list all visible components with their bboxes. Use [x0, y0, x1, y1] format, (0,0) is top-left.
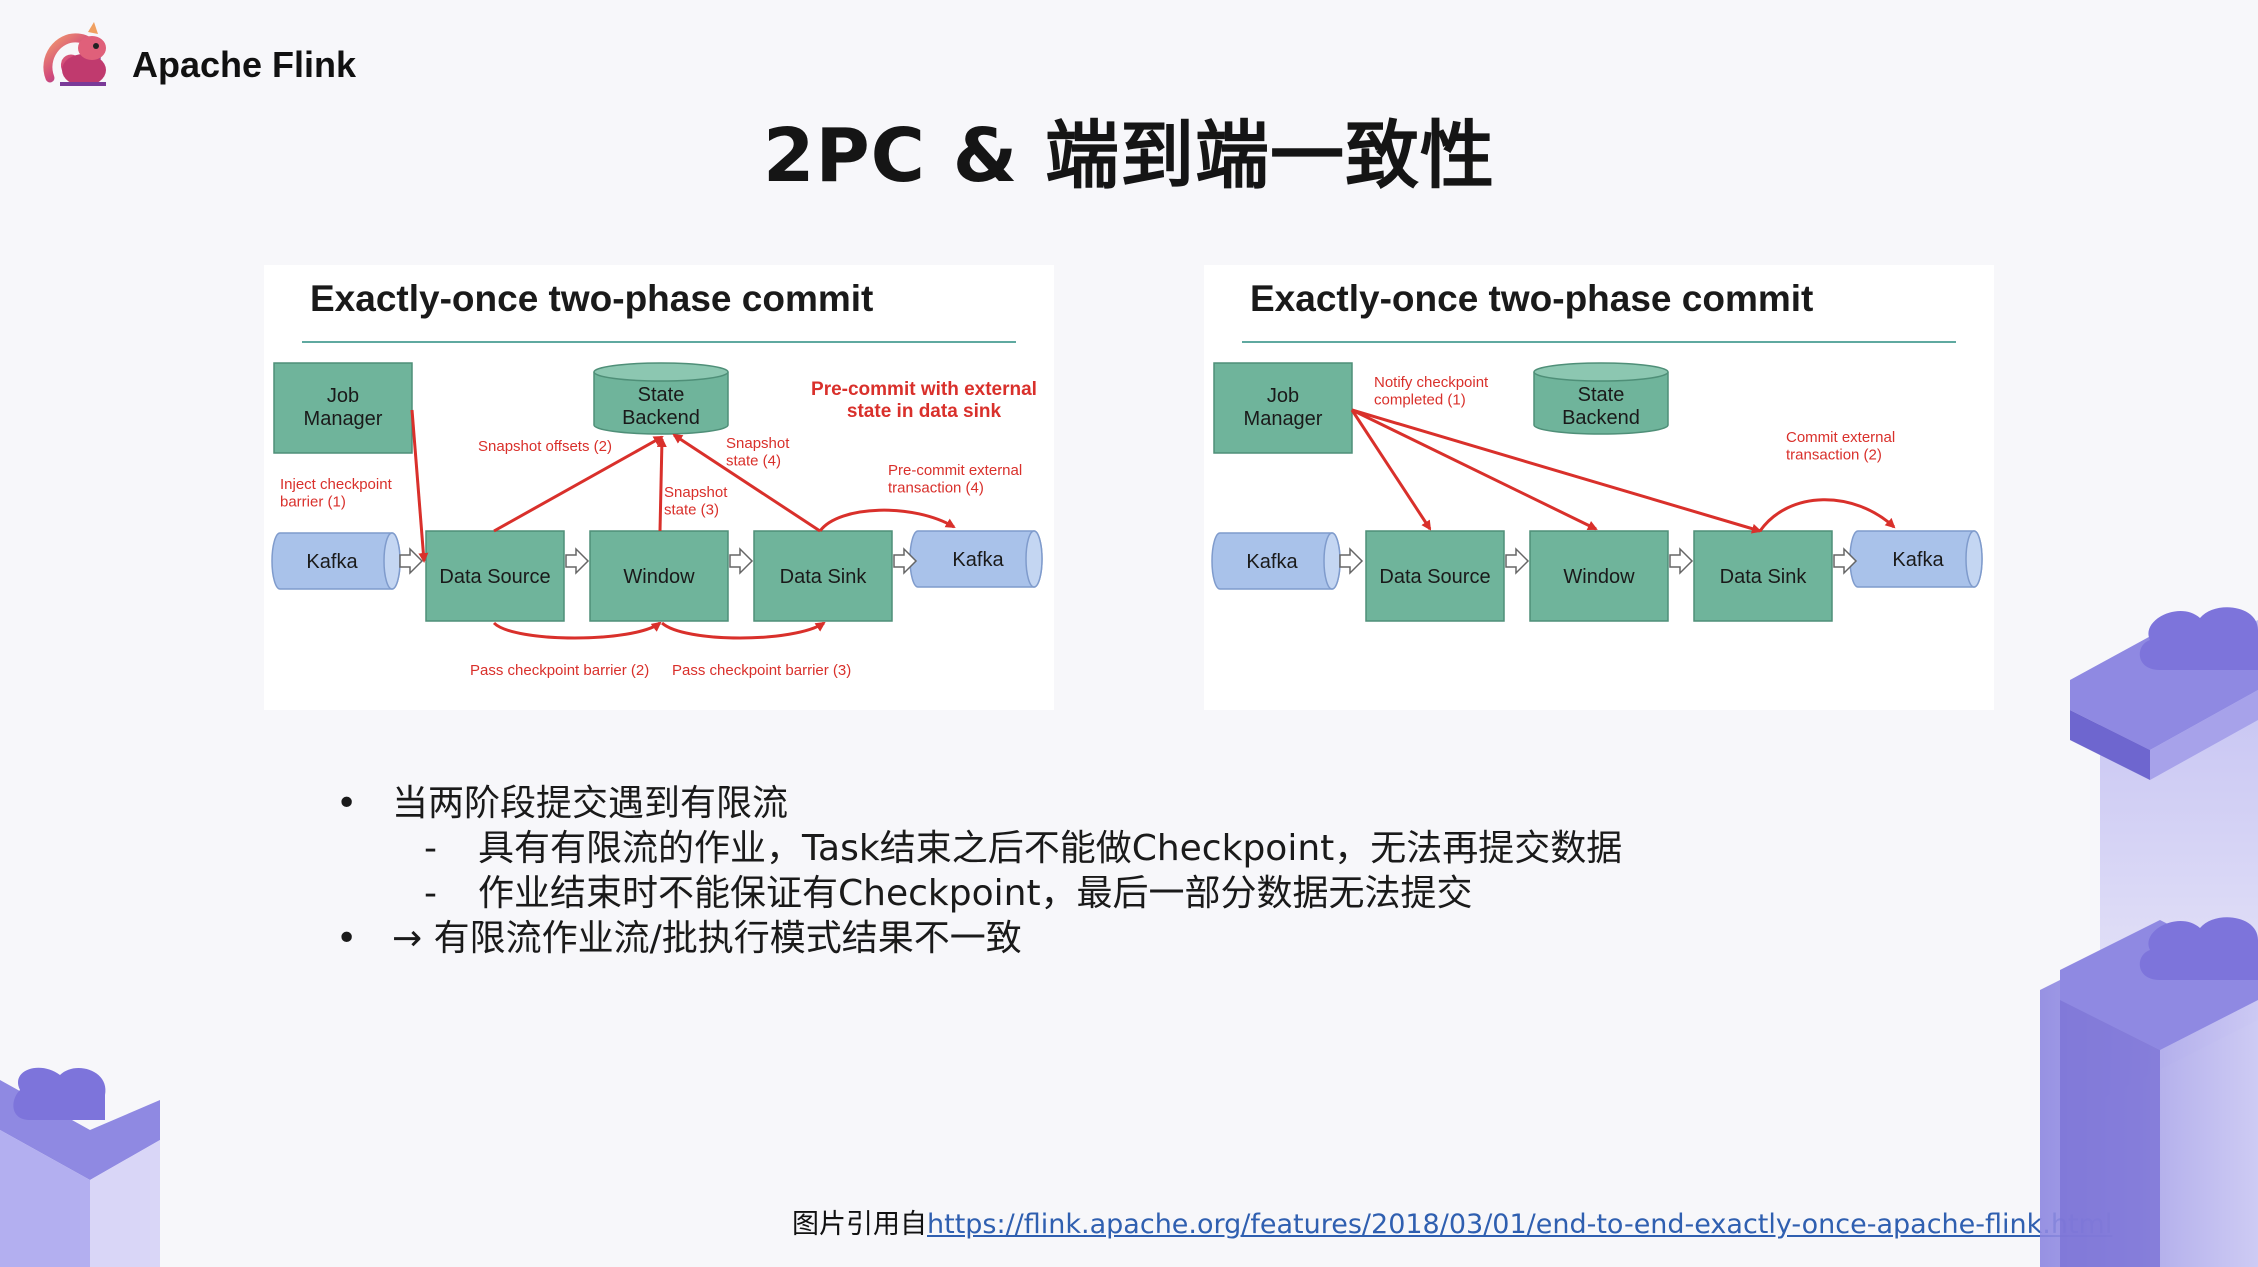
cloud-block-decoration-right [2040, 607, 2258, 1267]
left-red-arrows [410, 409, 956, 640]
left-data-source-node: Data Source [425, 530, 565, 622]
bullet-text: 作业结束时不能保证有Checkpoint，最后一部分数据无法提交 [478, 873, 1473, 914]
right-heading: Exactly-once two-phase commit [1250, 278, 1813, 319]
bullet-marker: - [424, 873, 437, 914]
left-window-label: Window [623, 566, 695, 588]
left-flow-arrows [399, 547, 918, 575]
left-data-source-label: Data Source [439, 566, 550, 588]
slide-title: 2PC & 端到端一致性 [762, 113, 1496, 199]
right-red-arrows [1350, 408, 1896, 534]
right-data-sink-node: Data Sink [1693, 530, 1833, 622]
credit-prefix: 图片引用自 [792, 1209, 927, 1240]
left-heading: Exactly-once two-phase commit [310, 278, 873, 319]
left-data-sink-node: Data Sink [753, 530, 893, 622]
left-kafka-out-node: Kafka [909, 530, 1043, 588]
bullet-marker: • [336, 918, 358, 959]
right-kafka-out-node: Kafka [1849, 530, 1983, 588]
left-kafka-in-node: Kafka [271, 532, 401, 590]
right-data-source-label: Data Source [1379, 566, 1490, 588]
left-snapshot-offsets-label: Snapshot offsets (2) [478, 438, 612, 455]
left-kafka-out-label: Kafka [952, 549, 1004, 571]
left-data-sink-label: Data Sink [780, 566, 868, 588]
credit-link[interactable]: https://flink.apache.org/features/2018/0… [927, 1209, 2113, 1240]
right-kafka-in-label: Kafka [1246, 551, 1298, 573]
cloud-block-decoration-left [0, 1067, 160, 1267]
right-data-source-node: Data Source [1365, 530, 1505, 622]
image-credit: 图片引用自https://flink.apache.org/features/2… [792, 1202, 2112, 1241]
bullet-marker: - [424, 828, 437, 869]
bullet-marker: • [336, 783, 358, 824]
left-kafka-in-label: Kafka [306, 551, 358, 573]
right-window-node: Window [1529, 530, 1669, 622]
bullet-text: → 有限流作业流/批执行模式结果不一致 [392, 918, 1022, 959]
right-data-sink-label: Data Sink [1720, 566, 1808, 588]
right-kafka-in-node: Kafka [1211, 532, 1341, 590]
left-pass-barrier3-label: Pass checkpoint barrier (3) [672, 662, 851, 679]
right-kafka-out-label: Kafka [1892, 549, 1944, 571]
squirrel-logo-icon [43, 22, 106, 86]
left-window-node: Window [589, 530, 729, 622]
brand-name: Apache Flink [132, 44, 357, 85]
right-window-label: Window [1563, 566, 1635, 588]
left-pass-barrier2-label: Pass checkpoint barrier (2) [470, 662, 649, 679]
bullet-text: 当两阶段提交遇到有限流 [392, 783, 789, 824]
bullet-text: 具有有限流的作业，Task结束之后不能做Checkpoint，无法再提交数据 [478, 828, 1623, 869]
right-flow-arrows [1339, 547, 1858, 575]
